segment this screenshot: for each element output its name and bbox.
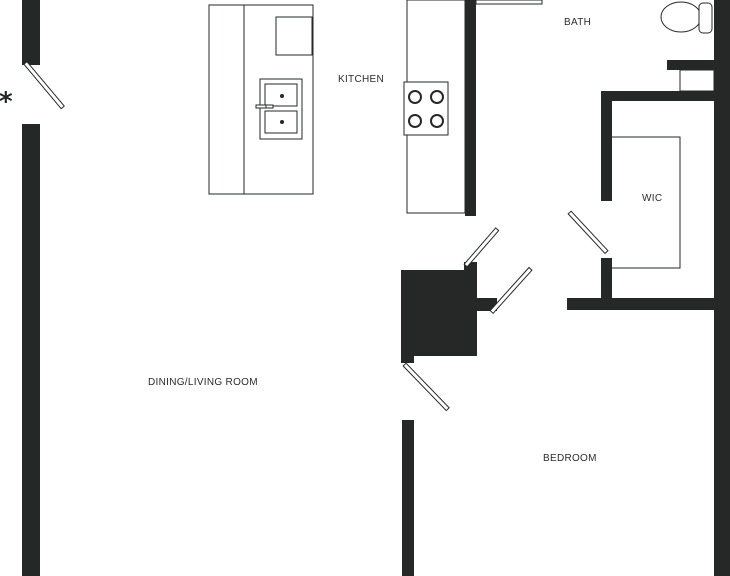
wic-shelving — [612, 136, 681, 269]
west-wall-upper — [22, 0, 40, 65]
bath-label: BATH — [564, 17, 591, 28]
wic-top-wall — [601, 91, 717, 101]
doors — [23, 60, 609, 412]
bedroom-west-wall — [402, 420, 414, 576]
vanity — [679, 69, 715, 92]
bath-fixtures — [475, 0, 715, 92]
wic-west-wall-upper — [601, 91, 612, 201]
kitchen-bath-door — [463, 227, 500, 268]
kitchen-island — [208, 4, 314, 195]
kitchen-bath-wall — [465, 0, 476, 216]
chimney-foot — [401, 350, 414, 363]
entry-door — [23, 60, 65, 110]
walls — [22, 0, 730, 576]
bath-counter — [475, 0, 543, 5]
chimney-column — [401, 270, 477, 356]
sink — [255, 78, 303, 140]
bedroom-north-wall — [567, 298, 717, 310]
wic-label: WIC — [642, 193, 662, 204]
west-wall-lower — [22, 124, 40, 576]
hall-door — [489, 266, 533, 314]
stove — [403, 81, 449, 136]
chimney-side-piece — [465, 298, 497, 311]
dining-living-label: DINING/LIVING ROOM — [148, 377, 258, 388]
wic-west-wall-lower — [601, 258, 612, 302]
kitchen-counter — [403, 0, 466, 214]
dishwasher — [275, 16, 313, 56]
wic-door — [567, 210, 609, 255]
entry-marker: * — [0, 87, 13, 117]
toilet — [660, 1, 713, 34]
bedroom-door — [402, 362, 450, 412]
kitchen-label: KITCHEN — [338, 74, 384, 85]
bedroom-label: BEDROOM — [543, 453, 597, 464]
east-wall — [714, 0, 730, 576]
bath-vanity-wall — [667, 60, 717, 70]
